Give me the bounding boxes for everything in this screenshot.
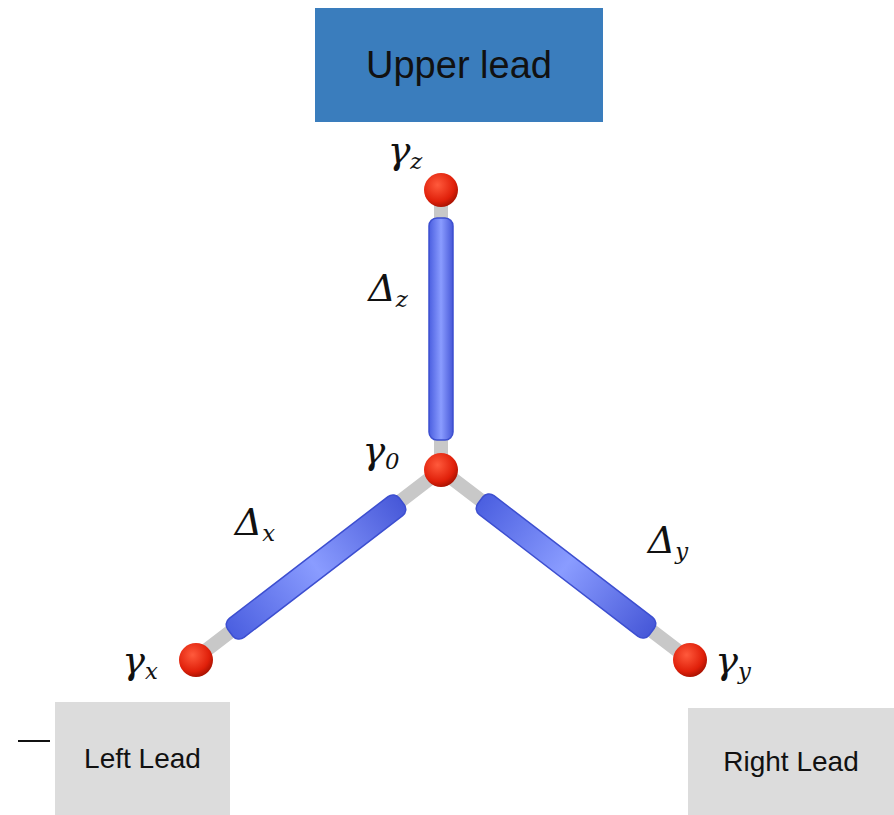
majorana-dot [179,173,707,677]
right-lead-box: Right Lead [688,708,894,815]
left-lead-box: Left Lead [55,702,230,815]
lead-label: Right Lead [723,746,858,778]
gap-label: Δy [648,521,688,562]
lead-wire [18,740,50,742]
lead-label: Left Lead [84,743,201,775]
majorana-label: γ0 [362,431,399,472]
gap-label: Δz [368,269,407,310]
nanowire-tube [223,218,659,642]
majorana-label: γz [388,131,423,172]
lead-label: Upper lead [366,44,552,87]
wire-core [196,192,690,660]
majorana-label: γx [122,641,158,682]
gap-label: Δx [235,503,275,544]
upper-lead-box: Upper lead [315,8,603,122]
majorana-label: γy [715,641,751,682]
